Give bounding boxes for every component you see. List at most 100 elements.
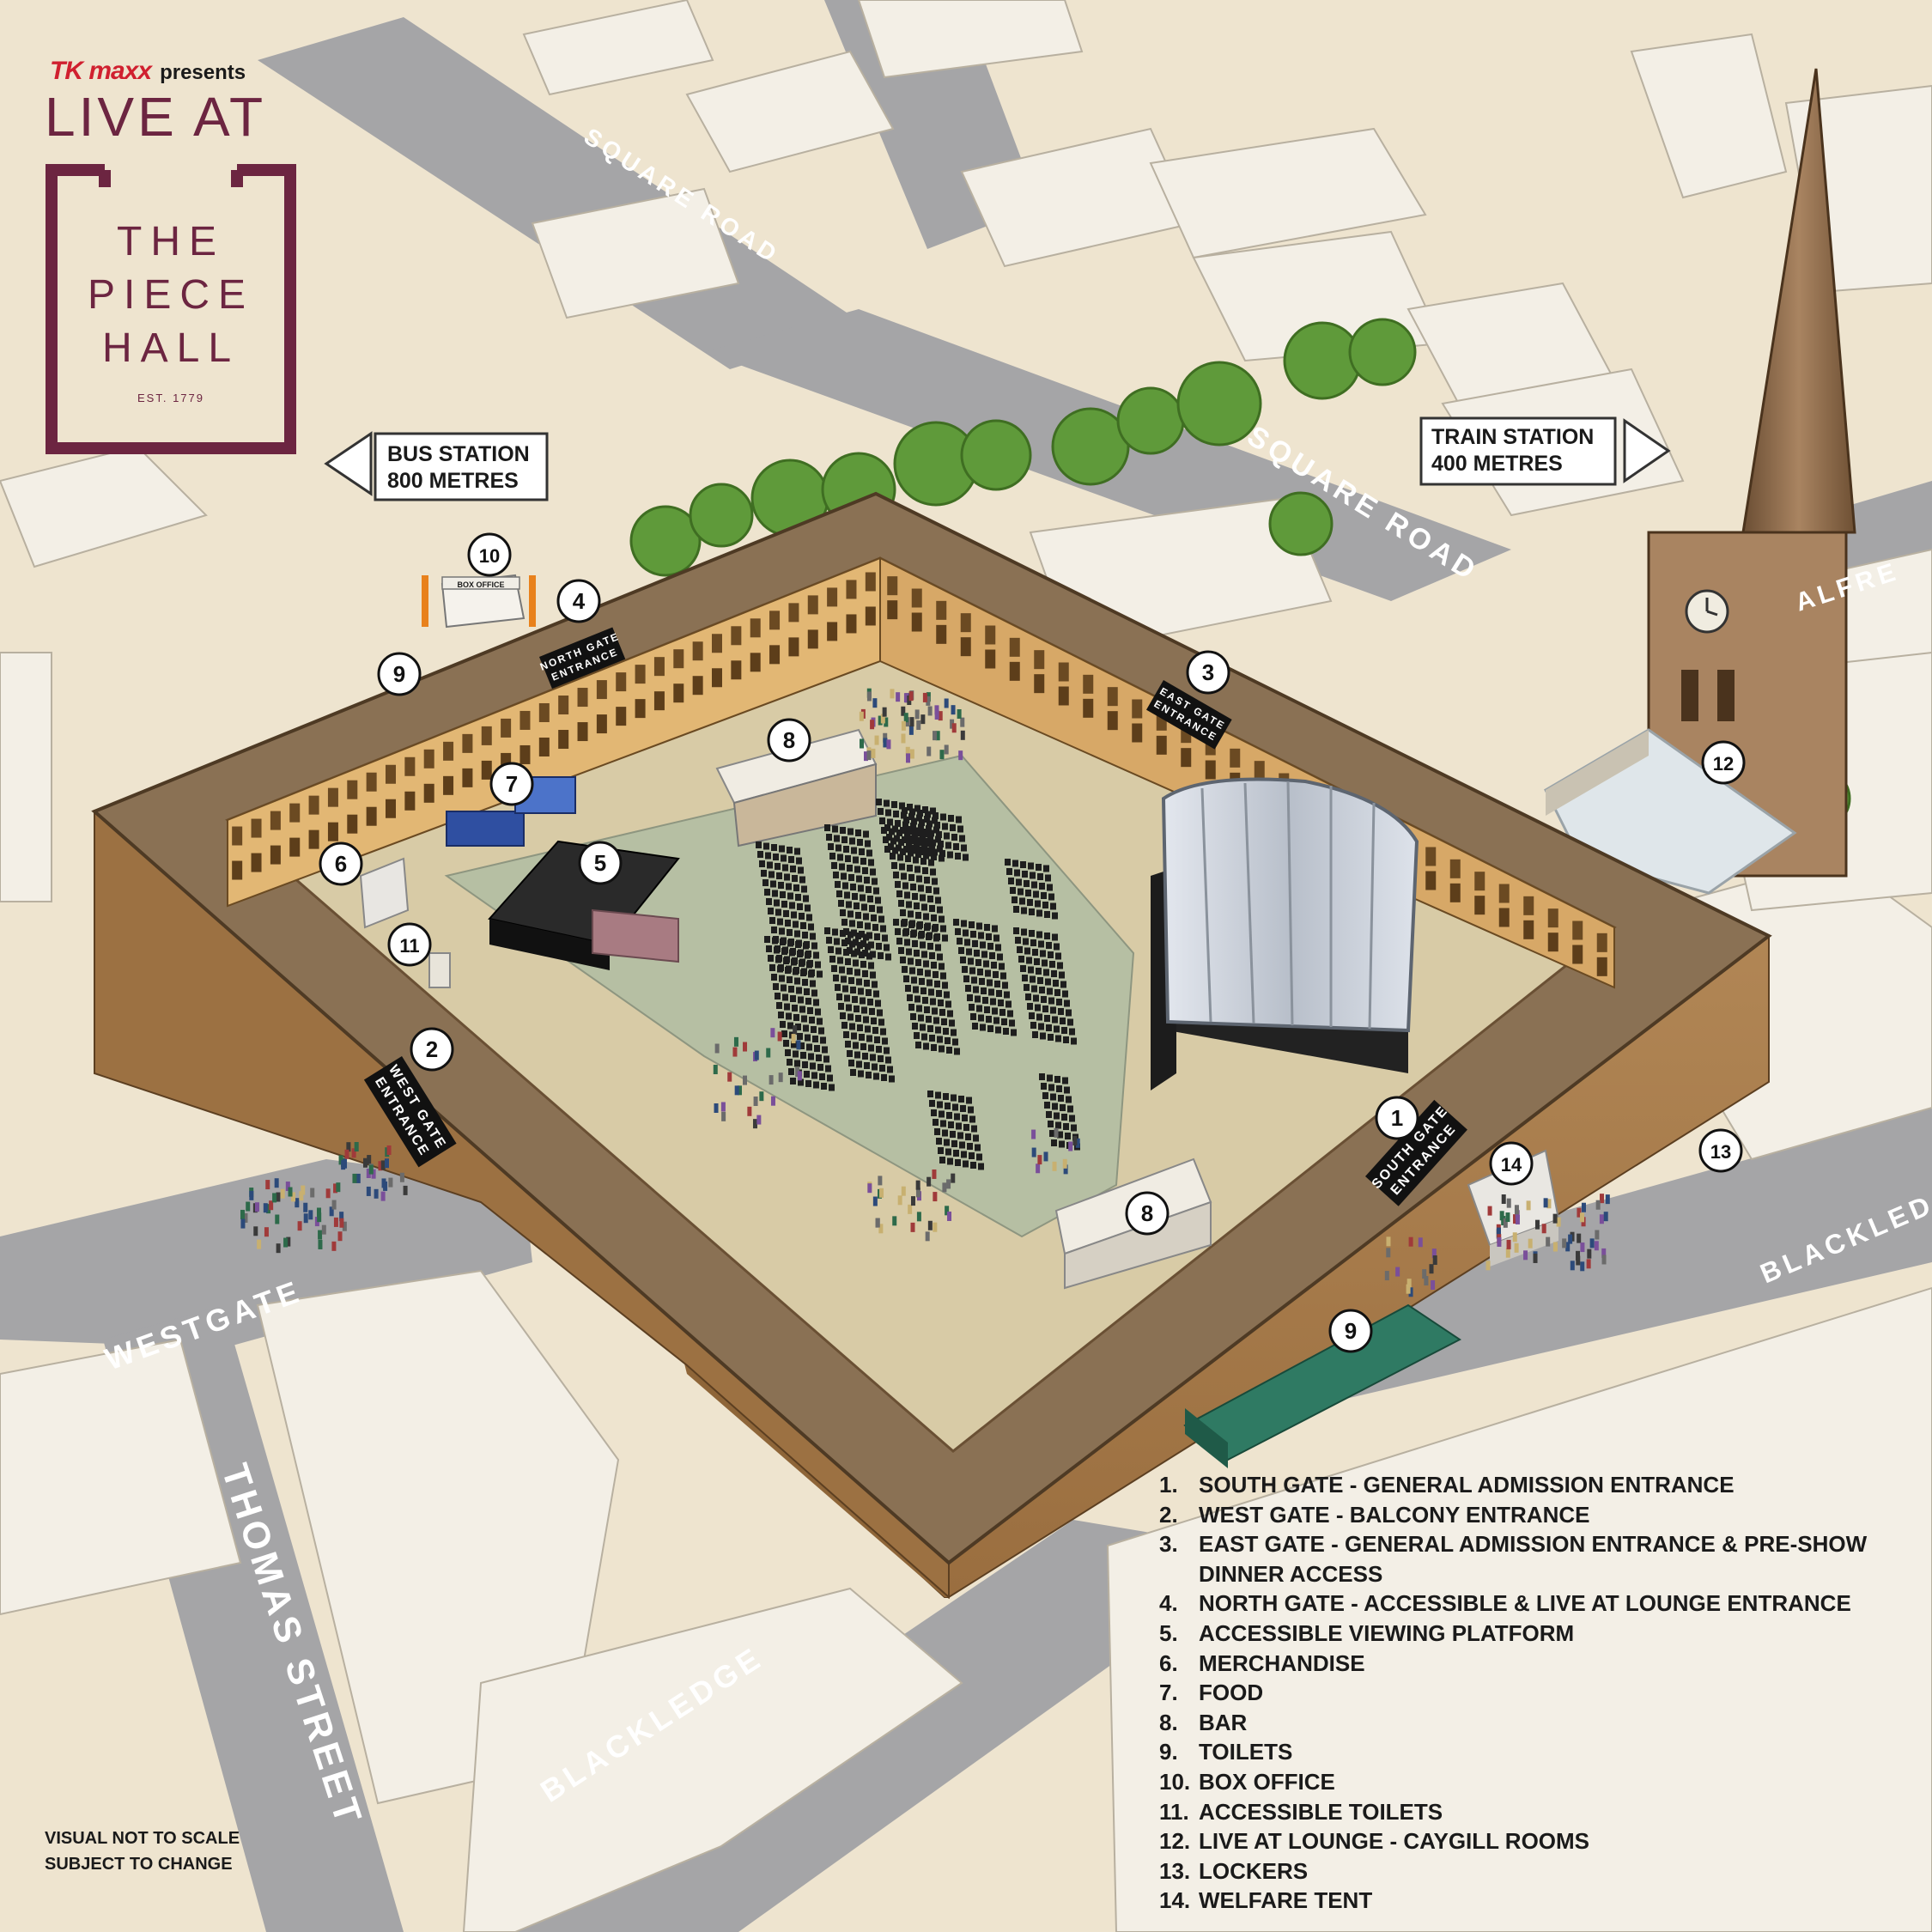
bus-station-sign: BUS STATION 800 METRES bbox=[324, 431, 549, 501]
person bbox=[331, 1241, 337, 1251]
seat bbox=[920, 987, 927, 994]
colonnade-window bbox=[596, 714, 607, 734]
seat bbox=[947, 1157, 953, 1165]
seat bbox=[946, 1112, 952, 1119]
seat bbox=[936, 990, 942, 997]
person bbox=[288, 1187, 293, 1197]
person bbox=[1533, 1253, 1538, 1263]
seat bbox=[895, 881, 901, 888]
colonnade-window bbox=[289, 837, 301, 857]
person bbox=[1552, 1213, 1558, 1224]
person bbox=[297, 1221, 302, 1231]
seat bbox=[870, 971, 876, 979]
person bbox=[367, 1155, 372, 1165]
colonnade-window bbox=[1425, 871, 1437, 890]
seat bbox=[1002, 981, 1008, 989]
seat bbox=[843, 928, 849, 935]
piece-hall-logo: TK maxx presents LIVE AT THE PIECE HALL … bbox=[45, 57, 302, 455]
person bbox=[246, 1201, 251, 1212]
train-station-sign: TRAIN STATION 400 METRES bbox=[1419, 416, 1671, 486]
seat bbox=[792, 875, 798, 882]
seat bbox=[865, 943, 871, 951]
seat bbox=[1035, 1004, 1041, 1012]
colonnade-window bbox=[1058, 662, 1069, 682]
person bbox=[915, 1180, 920, 1190]
colonnade-window bbox=[635, 665, 646, 684]
legend-number: 8. bbox=[1159, 1709, 1178, 1735]
person bbox=[951, 705, 956, 715]
person bbox=[933, 731, 938, 741]
legend-text: WELFARE TENT bbox=[1199, 1887, 1373, 1914]
colonnade-window bbox=[1132, 723, 1143, 743]
seat bbox=[978, 1163, 984, 1170]
seat bbox=[778, 882, 784, 889]
seat bbox=[978, 1014, 984, 1022]
person bbox=[354, 1142, 359, 1152]
person bbox=[878, 1224, 884, 1234]
seat bbox=[974, 950, 980, 957]
seat bbox=[833, 975, 839, 981]
seat bbox=[1051, 1139, 1057, 1146]
seat bbox=[848, 910, 854, 918]
seat bbox=[841, 872, 847, 880]
seat bbox=[865, 1025, 871, 1033]
seat bbox=[1013, 927, 1019, 934]
marker-12: 12 bbox=[1701, 740, 1746, 785]
person bbox=[384, 1158, 389, 1169]
seat bbox=[845, 958, 851, 965]
seat bbox=[889, 1075, 895, 1083]
person bbox=[1605, 1194, 1610, 1205]
seat bbox=[948, 1121, 954, 1128]
seat bbox=[933, 826, 939, 834]
person bbox=[1568, 1234, 1573, 1244]
seat bbox=[860, 961, 866, 968]
person bbox=[371, 1169, 376, 1179]
seat bbox=[1049, 1130, 1055, 1137]
seat bbox=[787, 1022, 793, 1030]
seat bbox=[1057, 1131, 1063, 1139]
person bbox=[908, 725, 914, 735]
seat bbox=[1052, 1016, 1058, 1024]
person bbox=[366, 1186, 371, 1196]
person bbox=[1386, 1236, 1391, 1247]
person bbox=[383, 1181, 388, 1191]
seat bbox=[955, 1159, 961, 1166]
platform-tent bbox=[592, 908, 679, 963]
seat bbox=[783, 910, 789, 917]
seat bbox=[1060, 981, 1066, 988]
colonnade-window bbox=[347, 780, 358, 799]
seat bbox=[943, 1093, 949, 1100]
colonnade-window bbox=[538, 737, 550, 756]
person bbox=[1075, 1138, 1080, 1148]
seat bbox=[1043, 865, 1049, 872]
marker-number: 10 bbox=[479, 545, 500, 567]
seat bbox=[939, 1157, 945, 1163]
seat bbox=[799, 913, 805, 920]
seat bbox=[825, 1065, 831, 1072]
person bbox=[1552, 1242, 1558, 1252]
seat bbox=[900, 848, 906, 855]
seat bbox=[885, 953, 891, 961]
seat bbox=[872, 924, 878, 931]
person bbox=[756, 1115, 762, 1125]
seat bbox=[987, 1025, 993, 1032]
seat bbox=[840, 930, 846, 937]
person bbox=[926, 696, 931, 706]
seat bbox=[763, 842, 769, 850]
seat bbox=[953, 1150, 959, 1157]
seat bbox=[990, 998, 996, 1005]
seat bbox=[1031, 881, 1037, 889]
seat bbox=[905, 985, 911, 992]
seat bbox=[965, 985, 971, 992]
seat bbox=[884, 944, 890, 951]
seat bbox=[867, 999, 873, 1005]
person bbox=[333, 1217, 338, 1227]
seat bbox=[805, 1034, 811, 1042]
seat bbox=[850, 1069, 856, 1076]
colonnade-window bbox=[1230, 748, 1241, 768]
marker-circle bbox=[319, 841, 363, 886]
seat bbox=[857, 1024, 863, 1031]
seat bbox=[833, 872, 839, 878]
seat bbox=[904, 830, 910, 838]
person bbox=[243, 1212, 248, 1223]
